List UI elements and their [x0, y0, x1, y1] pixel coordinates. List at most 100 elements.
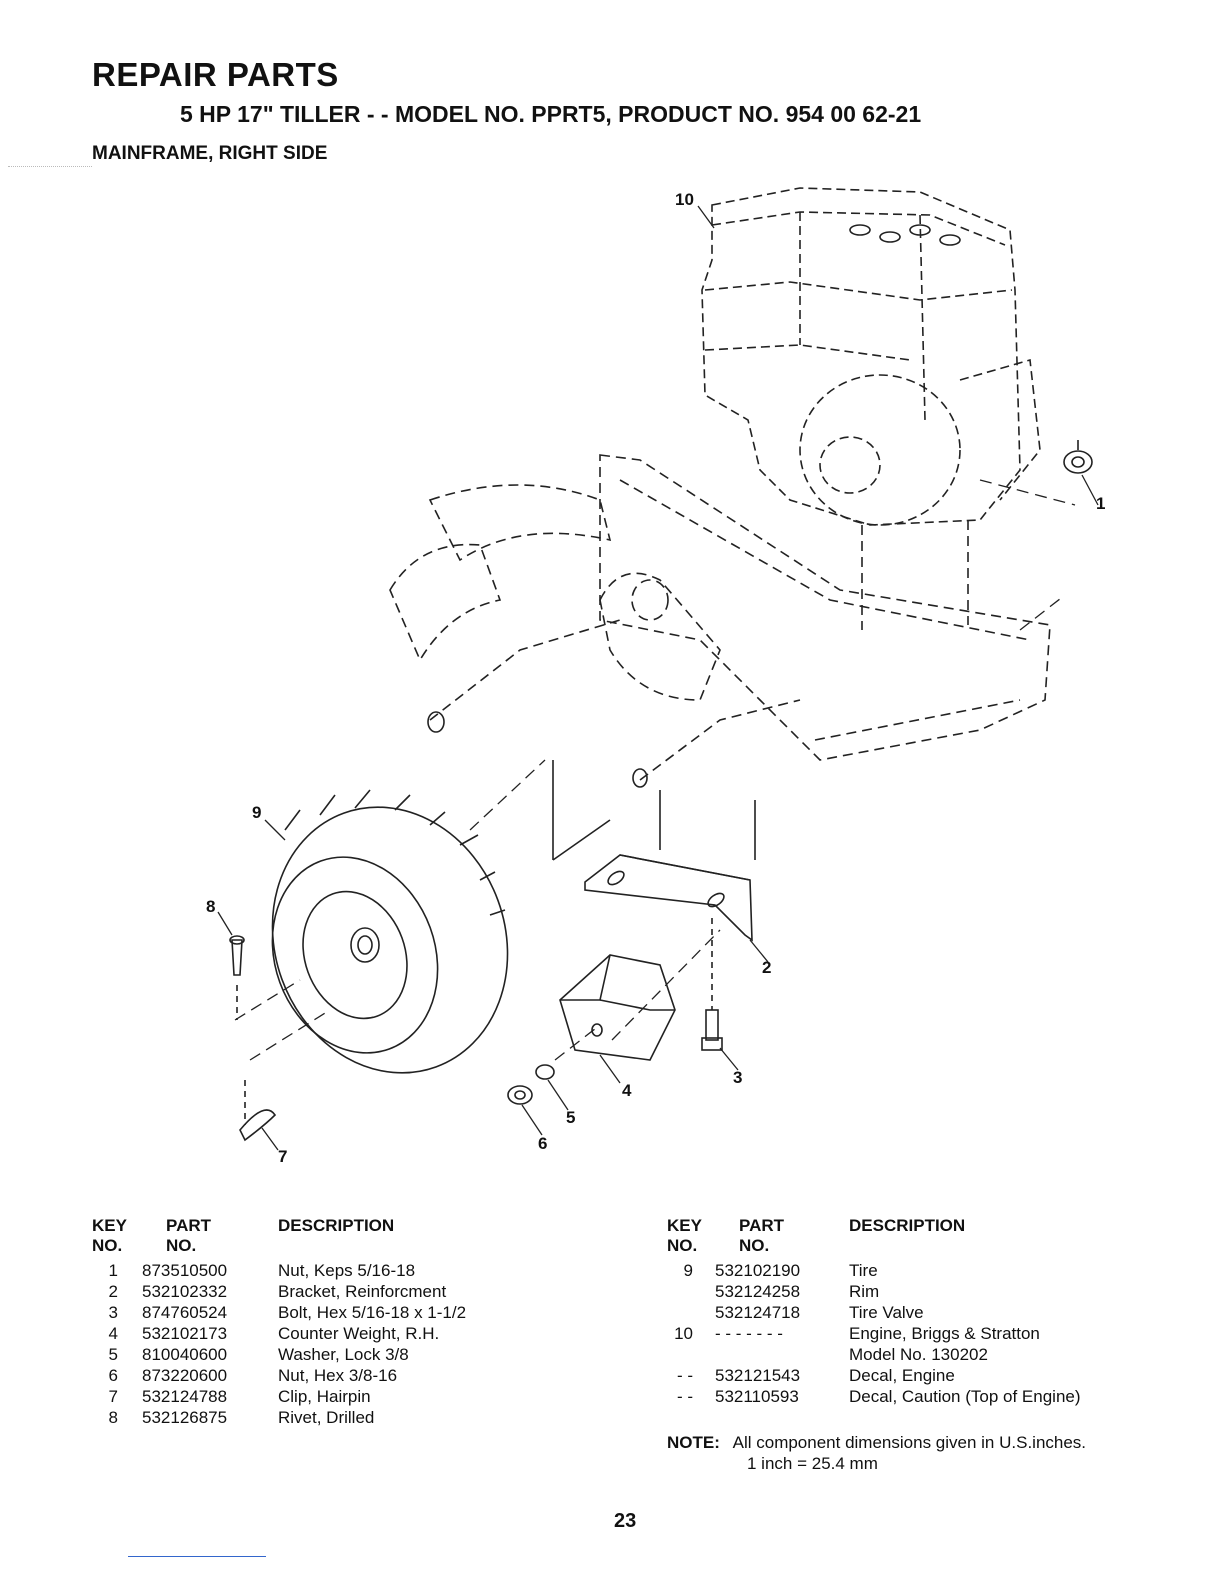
part-description: Counter Weight, R.H. [278, 1324, 440, 1343]
note-line1: All component dimensions given in U.S.in… [732, 1433, 1087, 1452]
part-number: 873510500 [142, 1261, 228, 1280]
part-number: - - - - - - - [715, 1324, 783, 1343]
part-description: Rivet, Drilled [278, 1408, 375, 1427]
table-row: - - 532110593 Decal, Caution (Top of Engin… [667, 1386, 1187, 1407]
key-number: 8 [108, 1408, 118, 1427]
page-title: REPAIR PARTS [92, 56, 339, 93]
part-number: 532110593 [715, 1387, 799, 1406]
part-number: 532124718 [715, 1303, 801, 1322]
note-label: NOTE: [667, 1433, 720, 1452]
callout-8: 8 [206, 897, 216, 916]
part-description: Model No. 130202 [849, 1345, 988, 1364]
header-key: KEY [667, 1216, 702, 1235]
engine-mount-lines [861, 520, 969, 630]
key-number: - - [676, 1387, 693, 1406]
table-row: 4 532102173 Counter Weight, R.H. [92, 1323, 572, 1344]
key-number: 3 [108, 1303, 118, 1322]
table-row: 8 532126875 Rivet, Drilled [92, 1407, 572, 1428]
header-part: PART [739, 1216, 785, 1235]
header-key-no: NO. [92, 1236, 123, 1255]
note-block: NOTE: All component dimensions given in … [667, 1432, 1086, 1474]
part-number: 532102332 [142, 1282, 228, 1301]
keps-nut-illustration [1063, 440, 1093, 474]
key-number: 10 [674, 1324, 693, 1343]
key-number: - - [676, 1366, 693, 1385]
table-row: 1 873510500 Nut, Keps 5/16-18 [92, 1260, 572, 1281]
callout-4: 4 [622, 1081, 632, 1100]
bracket-illustration [584, 854, 753, 1010]
part-number: 873220600 [142, 1366, 228, 1385]
table-header: KEY NO. PART NO. DESCRIPTION [667, 1216, 1187, 1260]
part-description: Tire Valve [849, 1303, 924, 1322]
key-number: 5 [108, 1345, 118, 1364]
callout-3: 3 [733, 1068, 743, 1087]
rivet-clip-illustration [229, 935, 277, 1142]
callout-5: 5 [566, 1108, 576, 1127]
header-part-no: NO. [739, 1236, 770, 1255]
part-description: Nut, Hex 3/8-16 [278, 1366, 398, 1385]
callout-10: 10 [675, 190, 694, 209]
counter-weight-illustration [559, 954, 676, 1061]
section-rule [8, 166, 92, 167]
part-description: Decal, Engine [849, 1366, 955, 1385]
part-number: 532126875 [142, 1408, 228, 1427]
table-header: KEY NO. PART NO. DESCRIPTION [92, 1216, 572, 1260]
callout-2: 2 [762, 958, 772, 977]
table-row: 5 810040600 Washer, Lock 3/8 [92, 1344, 572, 1365]
part-description: Rim [849, 1282, 880, 1301]
callout-leaders [217, 205, 1099, 1151]
section-heading: MAINFRAME, RIGHT SIDE [92, 143, 328, 164]
note-line2: 1 inch = 25.4 mm [747, 1454, 878, 1473]
table-row: 6 873220600 Nut, Hex 3/8-16 [92, 1365, 572, 1386]
engine-illustration [701, 187, 1041, 526]
header-description: DESCRIPTION [278, 1216, 395, 1235]
part-number: 532124258 [715, 1282, 801, 1301]
key-number: 1 [108, 1261, 118, 1280]
part-description: Nut, Keps 5/16-18 [278, 1261, 416, 1280]
axle-illustration [427, 711, 756, 861]
table-row: 9 532102190 Tire [667, 1260, 1187, 1281]
table-row: - - 532121543 Decal, Engine [667, 1365, 1187, 1386]
bolt-illustration [701, 1009, 723, 1051]
key-number: 6 [108, 1366, 118, 1385]
page-number: 23 [614, 1510, 637, 1532]
part-number: 810040600 [142, 1345, 228, 1364]
header-description: DESCRIPTION [849, 1216, 966, 1235]
table-row: Model No. 130202 [667, 1344, 1187, 1365]
part-number: 532124788 [142, 1387, 228, 1406]
header-part-no: NO. [166, 1236, 197, 1255]
page-subtitle: 5 HP 17" TILLER - - MODEL NO. PPRT5, PRO… [180, 101, 922, 127]
key-number: 4 [108, 1324, 118, 1343]
part-description: Tire [849, 1261, 878, 1280]
table-row: 3 874760524 Bolt, Hex 5/16-18 x 1-1/2 [92, 1302, 572, 1323]
part-number: 874760524 [142, 1303, 228, 1322]
table-row: 532124718 Tire Valve [667, 1302, 1187, 1323]
header-key-no: NO. [667, 1236, 698, 1255]
callout-6: 6 [538, 1134, 548, 1153]
key-number: 7 [108, 1387, 118, 1406]
callout-1: 1 [1096, 494, 1106, 513]
table-row: 2 532102332 Bracket, Reinforcment [92, 1281, 572, 1302]
header-part: PART [166, 1216, 212, 1235]
part-description: Decal, Caution (Top of Engine) [849, 1387, 1081, 1406]
table-row: 532124258 Rim [667, 1281, 1187, 1302]
part-description: Washer, Lock 3/8 [278, 1345, 409, 1364]
assembly-lines [234, 479, 1076, 1061]
key-number: 2 [108, 1282, 118, 1301]
key-number: 9 [683, 1261, 693, 1280]
bottom-rule [128, 1556, 266, 1557]
header-key: KEY [92, 1216, 127, 1235]
part-number: 532102173 [142, 1324, 228, 1343]
part-number: 532102190 [715, 1261, 801, 1280]
callout-9: 9 [252, 803, 262, 822]
table-row: 10- - - - - - -Engine, Briggs & Stratton [667, 1323, 1187, 1344]
part-description: Bolt, Hex 5/16-18 x 1-1/2 [278, 1303, 467, 1322]
tire-illustration [271, 789, 509, 1074]
washer-nut-illustration [507, 1064, 555, 1105]
part-description: Bracket, Reinforcment [278, 1282, 447, 1301]
part-number: 532121543 [715, 1366, 801, 1385]
exploded-parts-diagram [217, 187, 1099, 1151]
